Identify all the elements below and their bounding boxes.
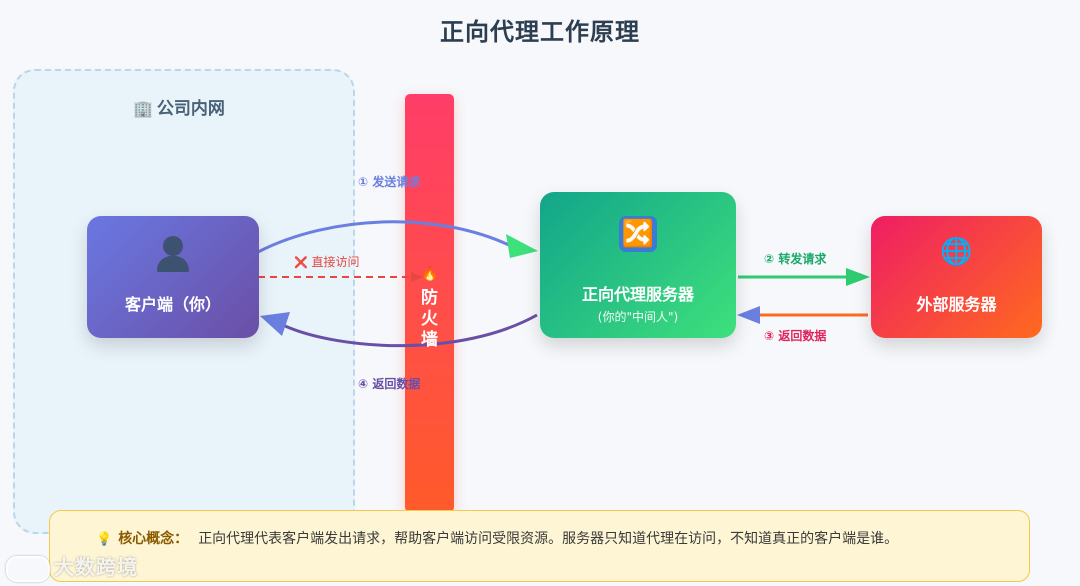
step3-label: ③ 返回数据 <box>764 329 827 343</box>
firewall-label: 防 火 墙 <box>421 288 438 350</box>
person-icon <box>87 234 259 272</box>
step1-label: ① 发送请求 <box>358 175 421 189</box>
step1-arrow <box>257 220 516 254</box>
concept-key: 核心概念： <box>118 531 189 547</box>
lightbulb-icon: 💡 <box>96 532 113 547</box>
fire-icon: 🔥 <box>421 266 439 282</box>
proxy-server-label: 正向代理服务器 <box>581 285 694 304</box>
client-node: 客户端（你） <box>87 216 259 338</box>
external-server-label: 外部服务器 <box>916 295 997 314</box>
watermark-logo-icon <box>6 555 50 582</box>
concept-box <box>49 510 1030 582</box>
shuffle-icon: 🔀 <box>619 216 657 252</box>
step2-label: ② 转发请求 <box>764 252 827 266</box>
step1-arrowhead <box>506 234 538 258</box>
proxy-server-node: 🔀 正向代理服务器 (你的"中间人") <box>540 192 736 338</box>
office-building-icon: 🏢 <box>133 99 153 118</box>
direct-access-label: ❌ 直接访问 <box>294 255 360 269</box>
globe-icon: 🌐 <box>940 237 973 267</box>
external-server-node: 🌐 外部服务器 <box>871 216 1042 338</box>
watermark: 大数跨境 <box>6 551 138 582</box>
step4-arrowhead <box>260 312 290 336</box>
firewall-bar <box>405 94 454 512</box>
step4-arrow <box>284 313 538 348</box>
concept-text: 💡 核心概念： 正向代理代表客户端发出请求，帮助客户端访问受限资源。服务器只知道代理… <box>96 528 898 548</box>
concept-body: 正向代理代表客户端发出请求，帮助客户端访问受限资源。服务器只知道代理在访问，不知… <box>198 531 899 547</box>
page-title: 正向代理工作原理 <box>440 18 640 46</box>
proxy-server-sublabel: (你的"中间人") <box>597 310 679 324</box>
intranet-label: 🏢公司内网 <box>133 99 225 119</box>
step4-label: ④ 返回数据 <box>358 377 421 391</box>
step2-arrowhead <box>846 268 870 286</box>
client-label: 客户端（你） <box>124 295 221 314</box>
direct-access-arrowhead <box>411 272 423 282</box>
cross-icon: ❌ <box>294 256 308 269</box>
step3-arrowhead <box>737 306 760 324</box>
